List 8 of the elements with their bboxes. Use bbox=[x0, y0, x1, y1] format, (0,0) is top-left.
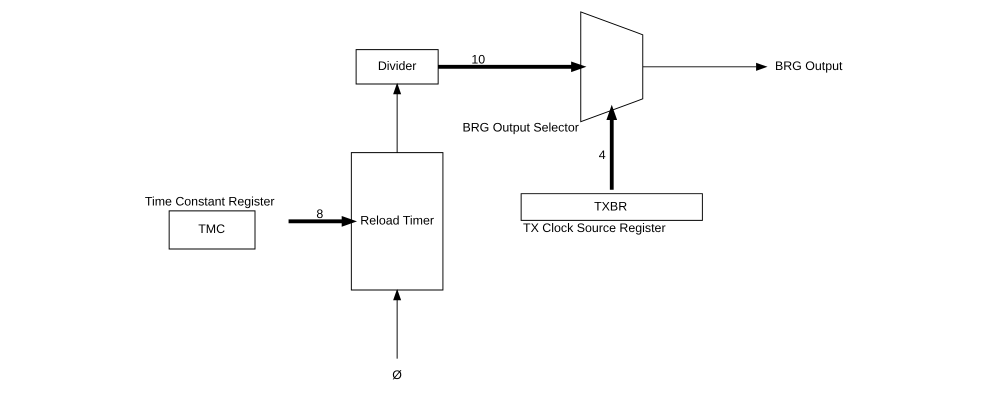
node-text: BRG Output bbox=[774, 59, 842, 74]
node-label: BRG Output Selector bbox=[462, 120, 579, 135]
node-text: Ø bbox=[392, 368, 402, 382]
edge-label: 10 bbox=[471, 52, 486, 66]
node-label: Time Constant Register bbox=[144, 194, 275, 209]
node-label: TX Clock Source Register bbox=[523, 221, 666, 236]
edge-label: 8 bbox=[316, 206, 324, 221]
edge-label: 4 bbox=[598, 148, 606, 162]
